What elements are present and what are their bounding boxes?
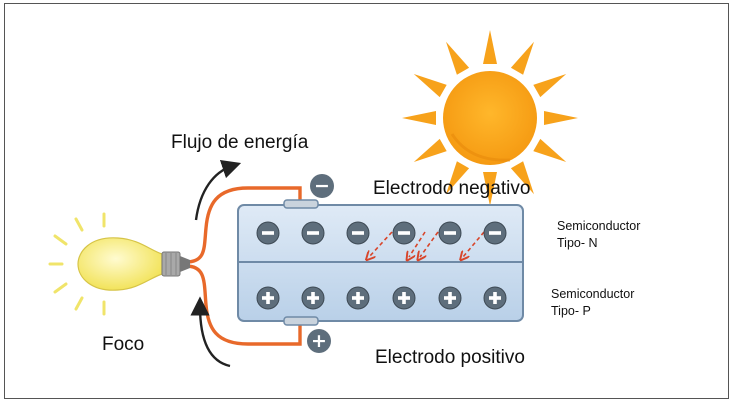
positive-charge-icon: + (307, 329, 331, 353)
electron-particle (256, 221, 280, 245)
electron-particle (346, 221, 370, 245)
electron-particle (301, 221, 325, 245)
sun-ray (402, 111, 436, 125)
p-type-label: Semiconductor Tipo- P (551, 286, 634, 320)
sun-ray (446, 41, 470, 75)
hole-particle (256, 286, 280, 310)
n-type-label: Semiconductor Tipo- N (557, 218, 640, 252)
p-type-line1: Semiconductor (551, 287, 635, 301)
electron-path-arrow (463, 231, 485, 257)
sun-ray (510, 41, 534, 75)
hole-particle (346, 286, 370, 310)
negative-charge-icon: − (310, 174, 334, 198)
energy-flow-arrow-top (194, 159, 242, 221)
sun-ray (413, 138, 447, 162)
electron-path-arrow (409, 231, 426, 257)
electron-particle (392, 221, 416, 245)
hole-particle (438, 286, 462, 310)
sun-ray (483, 30, 497, 64)
solar-cell (237, 199, 524, 326)
sun-ray (483, 172, 497, 206)
svg-text:−: − (314, 175, 330, 197)
electron-path-arrow (420, 231, 439, 257)
svg-text:+: + (311, 330, 327, 352)
electron-path-arrow (369, 231, 393, 257)
energy-flow-label: Flujo de energía (171, 132, 309, 153)
hole-particle (483, 286, 507, 310)
sun-ray (413, 74, 447, 98)
sun-icon (402, 30, 578, 206)
lightbulb-icon (48, 212, 190, 316)
hole-particle (392, 286, 416, 310)
energy-flow-arrow-bottom (190, 296, 231, 368)
sun-ray (533, 74, 567, 98)
sun-ray (446, 161, 470, 195)
sun-ray (510, 161, 534, 195)
negative-electrode-plate (283, 199, 319, 209)
p-type-line2: Tipo- P (551, 304, 591, 318)
sun-ray (533, 138, 567, 162)
positive-electrode-label: Electrodo positivo (375, 347, 525, 368)
n-type-line1: Semiconductor (557, 219, 641, 233)
bulb-label: Foco (102, 334, 145, 355)
positive-electrode-plate (283, 316, 319, 326)
n-type-line2: Tipo- N (557, 236, 598, 250)
negative-electrode-label: Electrodo negativo (373, 178, 531, 199)
diagram-frame (4, 3, 729, 399)
electron-particle (438, 221, 462, 245)
electron-particle (483, 221, 507, 245)
sun-ray (544, 111, 578, 125)
hole-particle (301, 286, 325, 310)
